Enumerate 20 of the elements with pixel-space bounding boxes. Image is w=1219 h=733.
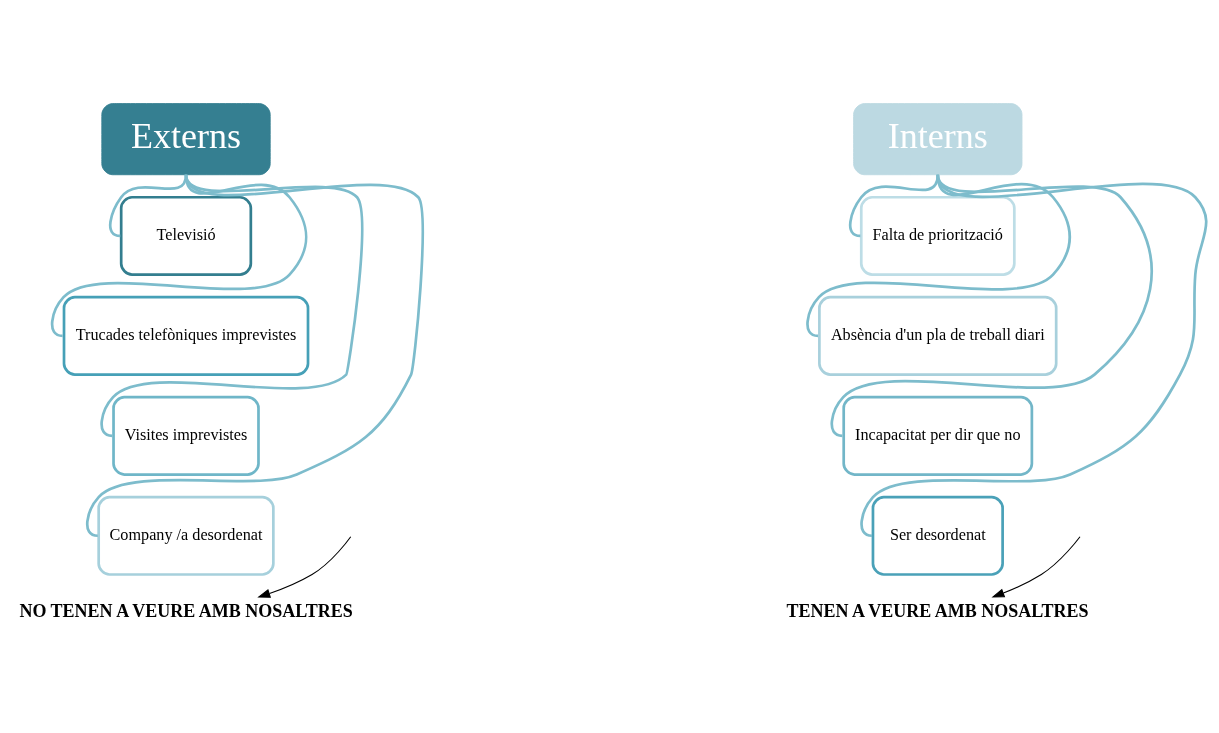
node-box: Company /a desordenat — [97, 495, 275, 576]
connector — [100, 174, 364, 438]
node-box: Trucades telefòniques imprevistes — [62, 295, 310, 376]
node-box: Televisió — [119, 195, 253, 277]
node-box: Externs — [101, 103, 271, 176]
connector — [830, 174, 1153, 438]
arrow — [991, 536, 1081, 598]
node-box: Ser desordenat — [871, 495, 1004, 576]
connector — [848, 174, 940, 238]
connector — [50, 174, 308, 338]
node-text: NO TENEN A VEURE AMB NOSALTRES — [19, 600, 353, 621]
node-box: Absència d'un pla de treball diari — [818, 295, 1058, 376]
node-box: Interns — [853, 103, 1023, 176]
arrow — [257, 536, 352, 598]
connector — [108, 174, 188, 238]
node-box: Visites imprevistes — [112, 395, 260, 476]
node-box: Falta de priorització — [859, 195, 1016, 277]
node-box: Incapacitat per dir que no — [842, 395, 1034, 476]
connector — [806, 174, 1072, 338]
node-text: TENEN A VEURE AMB NOSALTRES — [786, 600, 1089, 621]
